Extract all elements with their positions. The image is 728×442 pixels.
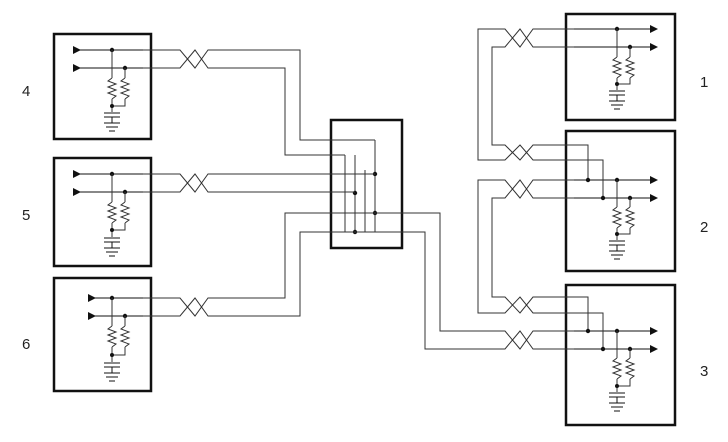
node-1-box <box>564 12 677 122</box>
node-4-box <box>52 32 153 141</box>
node-4 <box>52 32 153 141</box>
cable-node-2-to-node-3 <box>477 179 574 314</box>
twisted-pair-icon <box>143 173 375 193</box>
cable-node-6 <box>143 212 375 317</box>
node-1 <box>564 12 677 122</box>
resistor-icon <box>106 325 118 348</box>
capacitor-icon <box>104 112 120 118</box>
resistor-icon <box>624 56 636 79</box>
resistor-icon <box>106 201 118 224</box>
ground-icon <box>104 117 120 132</box>
resistor-icon <box>624 357 636 380</box>
cable-node-5 <box>143 173 375 193</box>
capacitor-icon <box>104 237 120 243</box>
hub-box <box>329 118 404 250</box>
node-5 <box>52 156 153 268</box>
capacitor-icon <box>609 90 625 96</box>
junction-dot-icon <box>352 190 358 196</box>
resistor-icon <box>611 56 623 79</box>
resistor-icon <box>611 357 623 380</box>
node-3-box <box>564 283 677 427</box>
ground-icon <box>609 397 625 412</box>
node-6 <box>52 276 153 393</box>
capacitor-icon <box>104 362 120 368</box>
resistor-icon <box>119 77 131 100</box>
node-label-3: 3 <box>700 363 708 380</box>
twisted-pair-icon <box>143 49 375 141</box>
node-label-5: 5 <box>22 207 30 224</box>
capacitor-icon <box>609 392 625 398</box>
node-2 <box>564 129 677 273</box>
hub-wiring <box>344 140 378 235</box>
ground-icon <box>104 367 120 382</box>
ground-icon <box>609 95 625 110</box>
ground-icon <box>609 245 625 260</box>
node-label-6: 6 <box>22 336 30 353</box>
resistor-icon <box>119 201 131 224</box>
resistor-icon <box>106 77 118 100</box>
resistor-icon <box>611 206 623 229</box>
node-2-box <box>564 129 677 273</box>
twisted-pair-icon <box>143 212 375 317</box>
resistor-icon <box>119 325 131 348</box>
ground-icon <box>104 242 120 257</box>
cable-node-4 <box>143 49 375 156</box>
node-label-2: 2 <box>700 219 708 236</box>
node-label-4: 4 <box>22 83 30 100</box>
cable-hub-to-node-3 <box>355 212 574 350</box>
node-3 <box>564 283 677 427</box>
twisted-pair-icon <box>375 212 574 350</box>
capacitor-icon <box>609 240 625 246</box>
node-label-1: 1 <box>700 74 708 91</box>
node-5-box <box>52 156 153 268</box>
node-6-box <box>52 276 153 393</box>
resistor-icon <box>624 206 636 229</box>
cable-node-1-to-node-2 <box>477 28 574 161</box>
